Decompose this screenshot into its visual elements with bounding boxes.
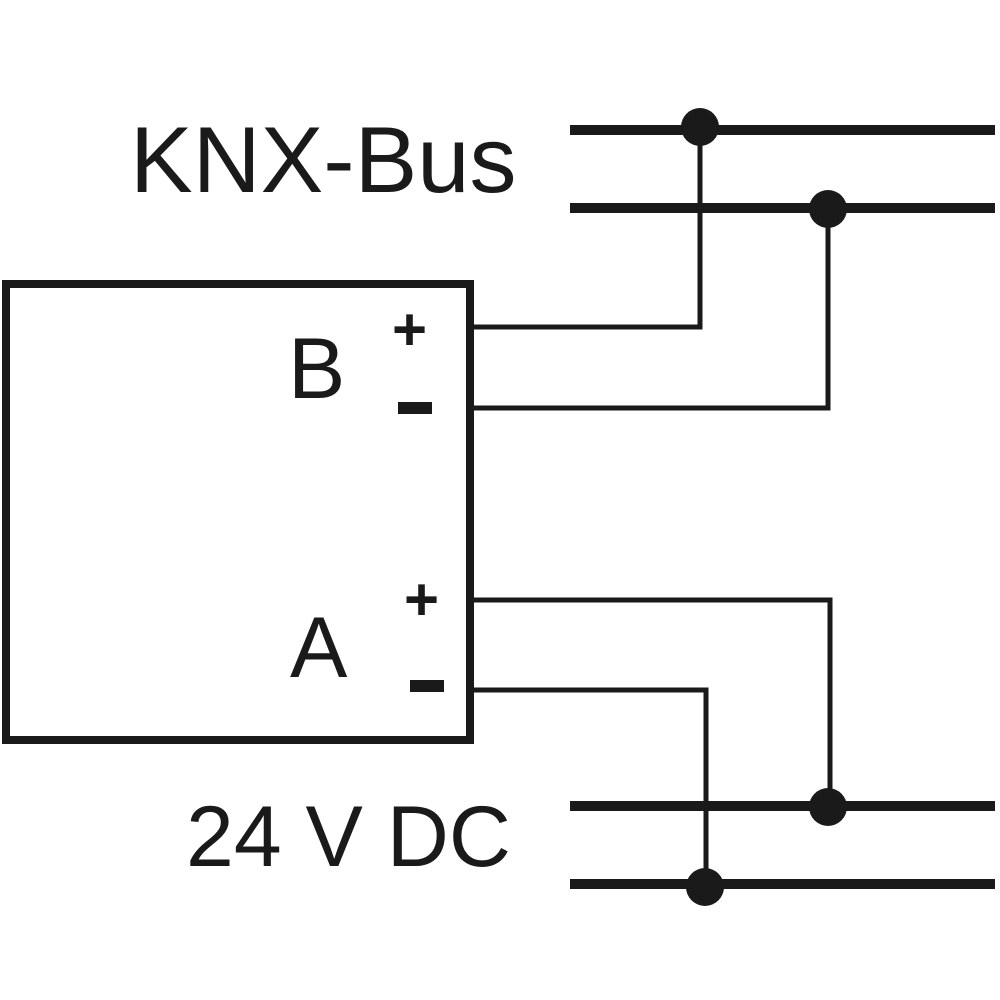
wire-a-minus xyxy=(470,687,709,884)
terminal-a-minus-sign xyxy=(410,680,444,692)
junction-node-dc-plus xyxy=(809,788,847,826)
junction-node-dc-minus xyxy=(686,868,724,906)
device-box xyxy=(2,280,474,744)
terminal-b-plus-sign: + xyxy=(392,296,427,363)
junction-node-knx-plus xyxy=(681,108,719,146)
wire-b-plus xyxy=(470,130,703,330)
terminal-b-label: B xyxy=(288,321,345,417)
wire-b-minus xyxy=(470,208,831,411)
junction-node-knx-minus xyxy=(809,190,847,228)
wire-a-plus xyxy=(470,597,833,806)
knx-bus-label: KNX-Bus xyxy=(130,107,517,212)
dc-supply-label: 24 V DC xyxy=(186,789,511,885)
terminal-a-label: A xyxy=(290,600,348,696)
terminal-a-plus-sign: + xyxy=(404,566,439,633)
terminal-b-minus-sign xyxy=(398,402,432,414)
